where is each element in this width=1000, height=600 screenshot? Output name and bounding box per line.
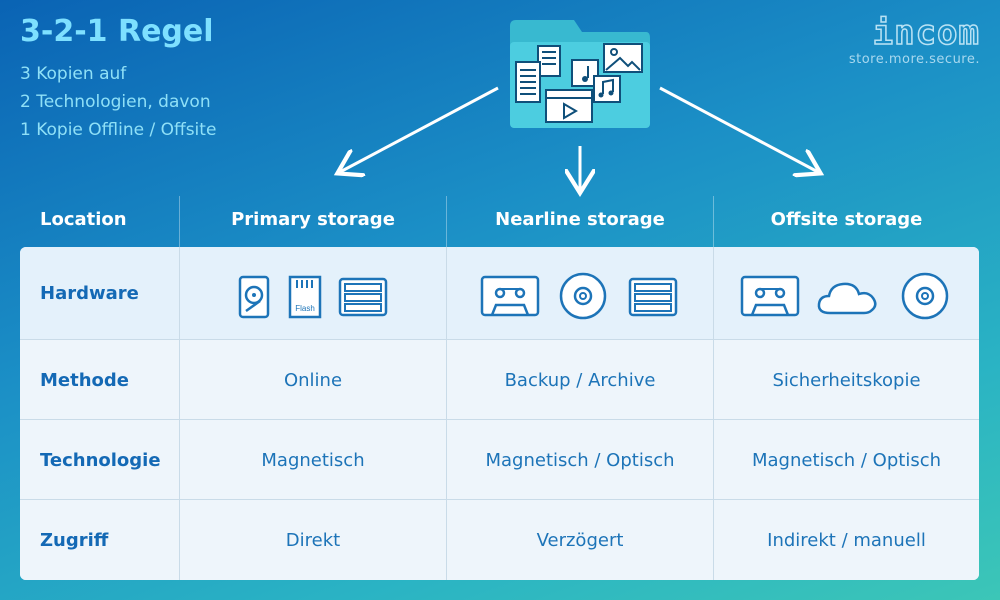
hard-disk-icon	[238, 275, 270, 319]
cell-technologie-primary: Magnetisch	[261, 450, 365, 471]
row-label-methode: Methode	[40, 370, 129, 391]
subtitle-line-2: 2 Technologien, davon	[20, 92, 211, 112]
cell-zugriff-primary: Direkt	[285, 530, 341, 551]
subtitle-line-3: 1 Kopie Offline / Offsite	[20, 120, 217, 140]
logo-wordmark: incom	[872, 13, 980, 53]
cell-technologie-nearline: Magnetisch / Optisch	[485, 450, 675, 471]
company-logo: incom store.more.secure.	[848, 13, 980, 67]
folder-icon	[510, 20, 650, 128]
column-header-primary: Primary storage	[231, 209, 395, 230]
cell-methode-offsite: Sicherheitskopie	[772, 370, 921, 391]
cloud-icon	[817, 282, 877, 315]
server-rack-icon	[338, 277, 388, 317]
column-header-offsite: Offsite storage	[770, 209, 923, 230]
logo-tagline: store.more.secure.	[848, 52, 980, 67]
cell-zugriff-offsite: Indirekt / manuell	[767, 530, 926, 551]
tape-cassette-icon	[740, 275, 800, 317]
cell-methode-nearline: Backup / Archive	[504, 370, 656, 391]
optical-disc-icon	[901, 272, 949, 320]
column-header-nearline: Nearline storage	[495, 209, 665, 230]
arrow-to-offsite	[659, 86, 818, 172]
video-file-icon	[545, 89, 593, 123]
document-icon	[515, 45, 561, 103]
page-title: 3-2-1 Regel	[20, 14, 214, 49]
server-rack-icon	[628, 277, 678, 317]
row-label-technologie: Technologie	[40, 450, 161, 471]
image-file-icon	[603, 43, 643, 73]
cell-technologie-offsite: Magnetisch / Optisch	[751, 450, 942, 471]
tape-cassette-icon	[480, 275, 540, 317]
flash-card-icon: Flash	[288, 275, 322, 319]
subtitle-line-1: 3 Kopien auf	[20, 64, 127, 84]
cell-zugriff-nearline: Verzögert	[536, 530, 624, 551]
arrow-to-primary	[340, 86, 499, 172]
cell-methode-primary: Online	[283, 370, 343, 391]
music-file-icon	[571, 59, 621, 103]
optical-disc-icon	[559, 272, 607, 320]
row-label-zugriff: Zugriff	[40, 530, 109, 551]
row-label-hardware: Hardware	[40, 283, 139, 304]
column-header-location: Location	[40, 209, 127, 230]
flash-label: Flash	[295, 304, 315, 313]
storage-table: Hardware Methode Technologie Zugriff Fla…	[20, 247, 979, 580]
